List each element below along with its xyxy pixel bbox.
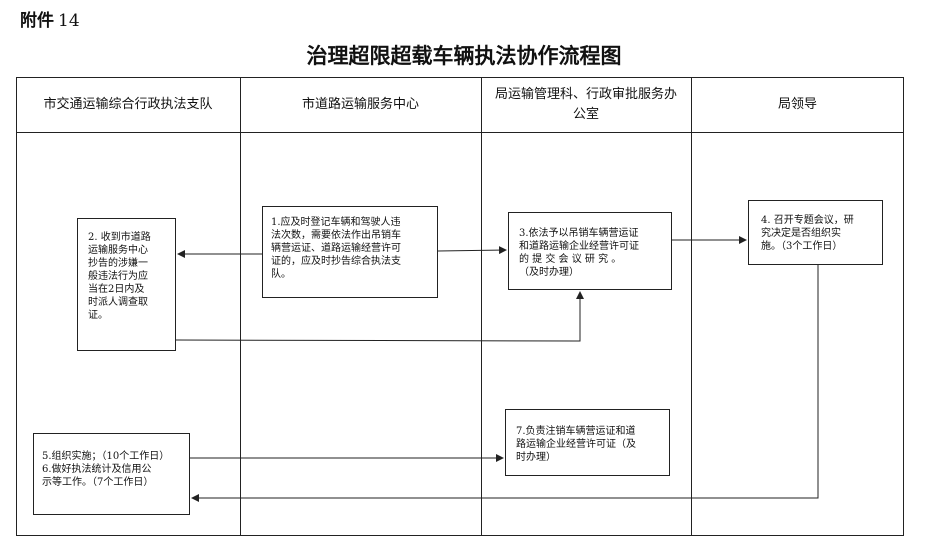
arrow-step1-to-step3 xyxy=(437,246,507,255)
step1-box: 1.应及时登记车辆和驾驶人违 法次数，需要依法作出吊销车 辆营运证、道路运输经营… xyxy=(262,206,438,298)
page-title: 治理超限超载车辆执法协作流程图 xyxy=(306,43,622,68)
arrow-step4-to-step5 xyxy=(191,265,819,502)
column-header-enforcement: 市交通运输综合行政执法支队 xyxy=(43,96,213,112)
arrow-step2-to-step3 xyxy=(175,291,584,342)
column-header-management-office: 局运输管理科、行政审批服务办公室 xyxy=(495,86,678,122)
lane-divider-1 xyxy=(240,77,241,536)
step2-box: 2. 收到市道路 运输服务中心 抄告的涉嫌一 般违法行为应 当在2日内及 时派人… xyxy=(77,218,176,351)
step5-6-box: 5.组织实施；（10个工作日） 6.做好执法统计及信用公 示等工作。（7个工作日… xyxy=(33,433,190,515)
appendix-number: 14 xyxy=(58,11,80,31)
column-header-bureau-leader: 局领导 xyxy=(777,96,817,112)
header-divider xyxy=(16,132,904,133)
lane-divider-3 xyxy=(691,77,692,536)
lane-divider-2 xyxy=(481,77,482,536)
swimlane-frame xyxy=(16,77,904,536)
step3-box: 3.依法予以吊销车辆营运证 和道路运输企业经营许可证 的 提 交 会 议 研 究… xyxy=(508,212,672,290)
column-header-transport-service: 市道路运输服务中心 xyxy=(301,96,419,112)
appendix-text: 附件 xyxy=(20,11,54,31)
step4-box: 4. 召开专题会议，研 究决定是否组织实 施。（3个工作日） xyxy=(748,200,883,265)
step7-box: 7.负责注销车辆营运证和道 路运输企业经营许可证（及 时办理） xyxy=(505,409,670,476)
